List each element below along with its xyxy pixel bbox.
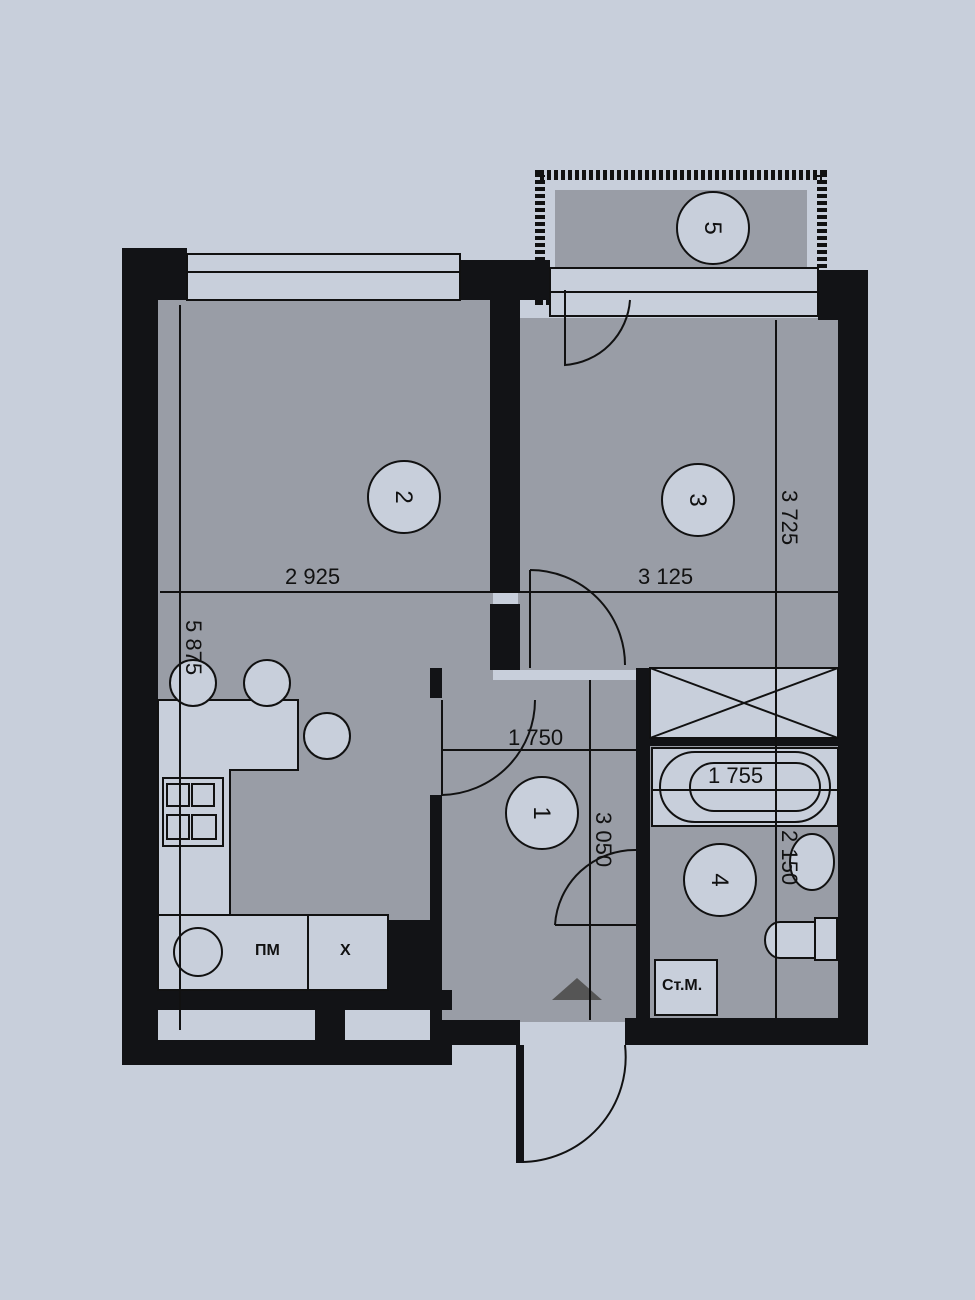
room-marker-1: 1: [505, 776, 579, 850]
dimension-room3-length: 3 725: [777, 490, 802, 545]
ventilation-shaft: [649, 667, 839, 739]
dimension-hall-length: 3 050: [591, 812, 616, 867]
dimension-room3-width: 3 125: [638, 564, 693, 589]
dimension-bath-length: 2 150: [777, 830, 802, 885]
dimension-lines: [160, 305, 838, 1030]
dimension-room2-width: 2 925: [285, 564, 340, 589]
svg-text:2: 2: [390, 490, 417, 503]
fridge-label: Х: [340, 942, 351, 959]
room-marker-3: 3: [661, 463, 735, 537]
dimension-room2-length: 5 875: [181, 620, 206, 675]
door-hall-room-2[interactable]: [441, 699, 536, 797]
svg-text:3: 3: [684, 493, 711, 506]
dimension-bath-width: 1 755: [708, 763, 763, 788]
washing-machine-label: Ст.М.: [662, 977, 702, 994]
entrance-door[interactable]: [519, 1044, 627, 1164]
door-room-3[interactable]: [529, 569, 626, 668]
bathtub-icon: [651, 747, 839, 827]
room-1-floor: [440, 680, 636, 1022]
door-bathroom[interactable]: [554, 848, 637, 926]
toilet-icon: [764, 917, 838, 961]
window-room-3: [549, 267, 819, 317]
chair-icon: [303, 712, 351, 760]
washbasin-icon: [789, 833, 835, 891]
svg-text:1: 1: [528, 806, 555, 819]
svg-text:4: 4: [706, 873, 733, 886]
dishwasher-label: ПМ: [255, 942, 280, 959]
room-marker-2: 2: [367, 460, 441, 534]
dimension-hall-width: 1 750: [508, 725, 563, 750]
svg-text:5: 5: [699, 221, 726, 234]
balcony-door[interactable]: [564, 290, 631, 367]
room-marker-5: 5: [676, 191, 750, 265]
stove-icon: [162, 777, 224, 847]
walls: [122, 248, 868, 1065]
chair-icon: [169, 659, 217, 707]
room-marker-4: 4: [683, 843, 757, 917]
chair-icon: [243, 659, 291, 707]
washing-machine: [654, 959, 718, 1016]
window-room-2: [186, 253, 461, 301]
kitchen-sink-icon: [173, 927, 223, 977]
